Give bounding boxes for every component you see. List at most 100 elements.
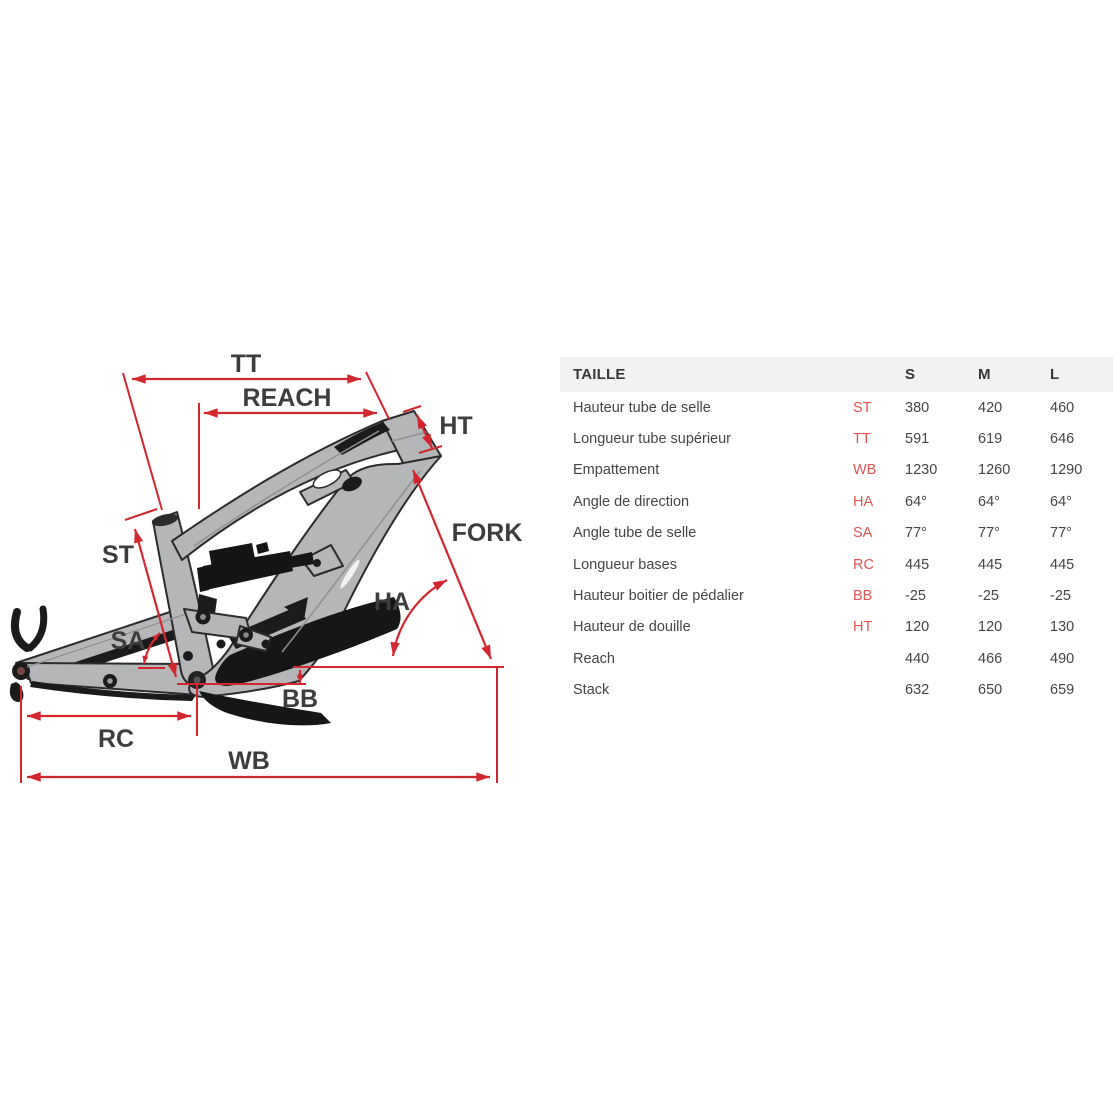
- row-label: Empattement: [573, 462, 660, 479]
- table-row: Empattement WB 1230 1260 1290: [560, 455, 1113, 486]
- dim-label-tt: TT: [231, 350, 262, 378]
- dim-fork: [411, 469, 493, 660]
- row-value-m: 64°: [978, 493, 1000, 510]
- dim-ha-arc: [390, 579, 448, 657]
- table-row: Hauteur tube de selle ST 380 420 460: [560, 392, 1113, 423]
- row-code: HA: [853, 493, 874, 510]
- row-value-l: 64°: [1050, 493, 1072, 510]
- ext-seat-axis: [122, 372, 163, 511]
- chainstay-protector: [30, 681, 196, 701]
- ht-tick-top: [402, 405, 422, 413]
- table-header: TAILLE S M L: [560, 357, 1113, 392]
- dimension-lines: [20, 371, 504, 783]
- bike-frame-illustration: [9, 410, 442, 726]
- pivot-bolt: [183, 651, 193, 661]
- col-header-m: M: [978, 366, 991, 383]
- st-top-tick: [124, 508, 158, 521]
- row-value-l: 659: [1050, 682, 1075, 699]
- row-label: Angle de direction: [573, 493, 690, 510]
- bash-guard: [199, 691, 331, 726]
- row-code: RC: [853, 556, 874, 573]
- ht-tick-bottom: [418, 445, 443, 454]
- row-value-m: 445: [978, 556, 1003, 573]
- row-code: SA: [853, 525, 873, 542]
- dim-label-ht: HT: [439, 412, 472, 440]
- cable-port: [342, 476, 362, 492]
- table-row: Longueur bases RC 445 445 445: [560, 549, 1113, 580]
- row-label: Angle tube de selle: [573, 525, 697, 542]
- dim-ht: [415, 414, 434, 449]
- table-row: Longueur tube supérieur TT 591 619 646: [560, 423, 1113, 454]
- frame-cutout: [312, 469, 342, 489]
- dim-label-wb: WB: [228, 747, 270, 775]
- row-value-m: -25: [978, 588, 999, 605]
- shock-valve: [256, 542, 269, 554]
- motor-cover: [215, 597, 401, 686]
- row-value-s: 440: [905, 650, 930, 667]
- dim-label-rc: RC: [98, 725, 134, 753]
- dim-label-bb: BB: [282, 685, 318, 713]
- col-header-s: S: [905, 366, 916, 383]
- rear-axle-center: [17, 667, 25, 675]
- seat-collar: [151, 513, 179, 527]
- row-value-l: 460: [1050, 399, 1075, 416]
- pivot-bolt: [261, 639, 271, 649]
- row-value-l: 646: [1050, 431, 1075, 448]
- col-header-l: L: [1050, 366, 1060, 383]
- row-value-l: 445: [1050, 556, 1075, 573]
- row-code: ST: [853, 399, 872, 416]
- table-row: Angle tube de selle SA 77° 77° 77°: [560, 518, 1113, 549]
- row-label: Longueur bases: [573, 556, 677, 573]
- row-value-m: 1260: [978, 462, 1011, 479]
- shock-reservoir: [209, 543, 255, 568]
- row-code: TT: [853, 431, 871, 448]
- row-value-s: 1230: [905, 462, 938, 479]
- row-value-l: 1290: [1050, 462, 1083, 479]
- shock-endcap: [197, 566, 209, 592]
- row-value-l: 490: [1050, 650, 1075, 667]
- dim-label-st: ST: [102, 541, 134, 569]
- dropout-claw: [11, 608, 31, 652]
- top-tube-accent: [334, 422, 390, 455]
- frame-geometry-diagram: TT REACH HT FORK HA ST SA BB RC WB: [9, 350, 522, 783]
- row-code: WB: [853, 462, 877, 479]
- dim-label-reach: REACH: [243, 384, 332, 412]
- highlight: [340, 559, 360, 589]
- row-value-m: 466: [978, 650, 1003, 667]
- dim-st: [133, 528, 178, 678]
- pivot-bolt: [216, 639, 226, 649]
- ext-head-axis: [365, 371, 390, 420]
- shock-shaft: [288, 552, 314, 568]
- row-label: Hauteur de douille: [573, 619, 691, 636]
- dropout-claw: [26, 605, 48, 652]
- table-row: Reach 440 466 490: [560, 643, 1113, 674]
- table-row: Angle de direction HA 64° 64° 64°: [560, 486, 1113, 517]
- row-value-m: 120: [978, 619, 1003, 636]
- row-value-m: 619: [978, 431, 1003, 448]
- row-label: Longueur tube supérieur: [573, 431, 732, 448]
- row-value-m: 77°: [978, 525, 1000, 542]
- row-value-m: 420: [978, 399, 1003, 416]
- row-label: Hauteur tube de selle: [573, 399, 711, 416]
- dim-sa-arc: [142, 632, 161, 665]
- row-value-s: 591: [905, 431, 930, 448]
- table-row: Hauteur de douille HT 120 120 130: [560, 612, 1113, 643]
- row-value-s: 77°: [905, 525, 927, 542]
- shock-body: [203, 551, 293, 590]
- row-value-m: 650: [978, 682, 1003, 699]
- row-value-s: 120: [905, 619, 930, 636]
- geometry-table: TAILLE S M L Hauteur tube de selle ST 38…: [560, 357, 1113, 706]
- dim-label-ha: HA: [374, 588, 410, 616]
- row-value-s: 632: [905, 682, 930, 699]
- row-label: Hauteur boitier de pédalier: [573, 588, 744, 605]
- shock-mount-bolt: [313, 559, 321, 567]
- row-value-s: 380: [905, 399, 930, 416]
- table-row: Stack 632 650 659: [560, 675, 1113, 706]
- row-code: BB: [853, 588, 873, 605]
- row-value-s: 445: [905, 556, 930, 573]
- row-value-l: -25: [1050, 588, 1071, 605]
- row-value-s: 64°: [905, 493, 927, 510]
- table-body: Hauteur tube de selle ST 380 420 460 Lon…: [560, 392, 1113, 706]
- row-value-l: 130: [1050, 619, 1075, 636]
